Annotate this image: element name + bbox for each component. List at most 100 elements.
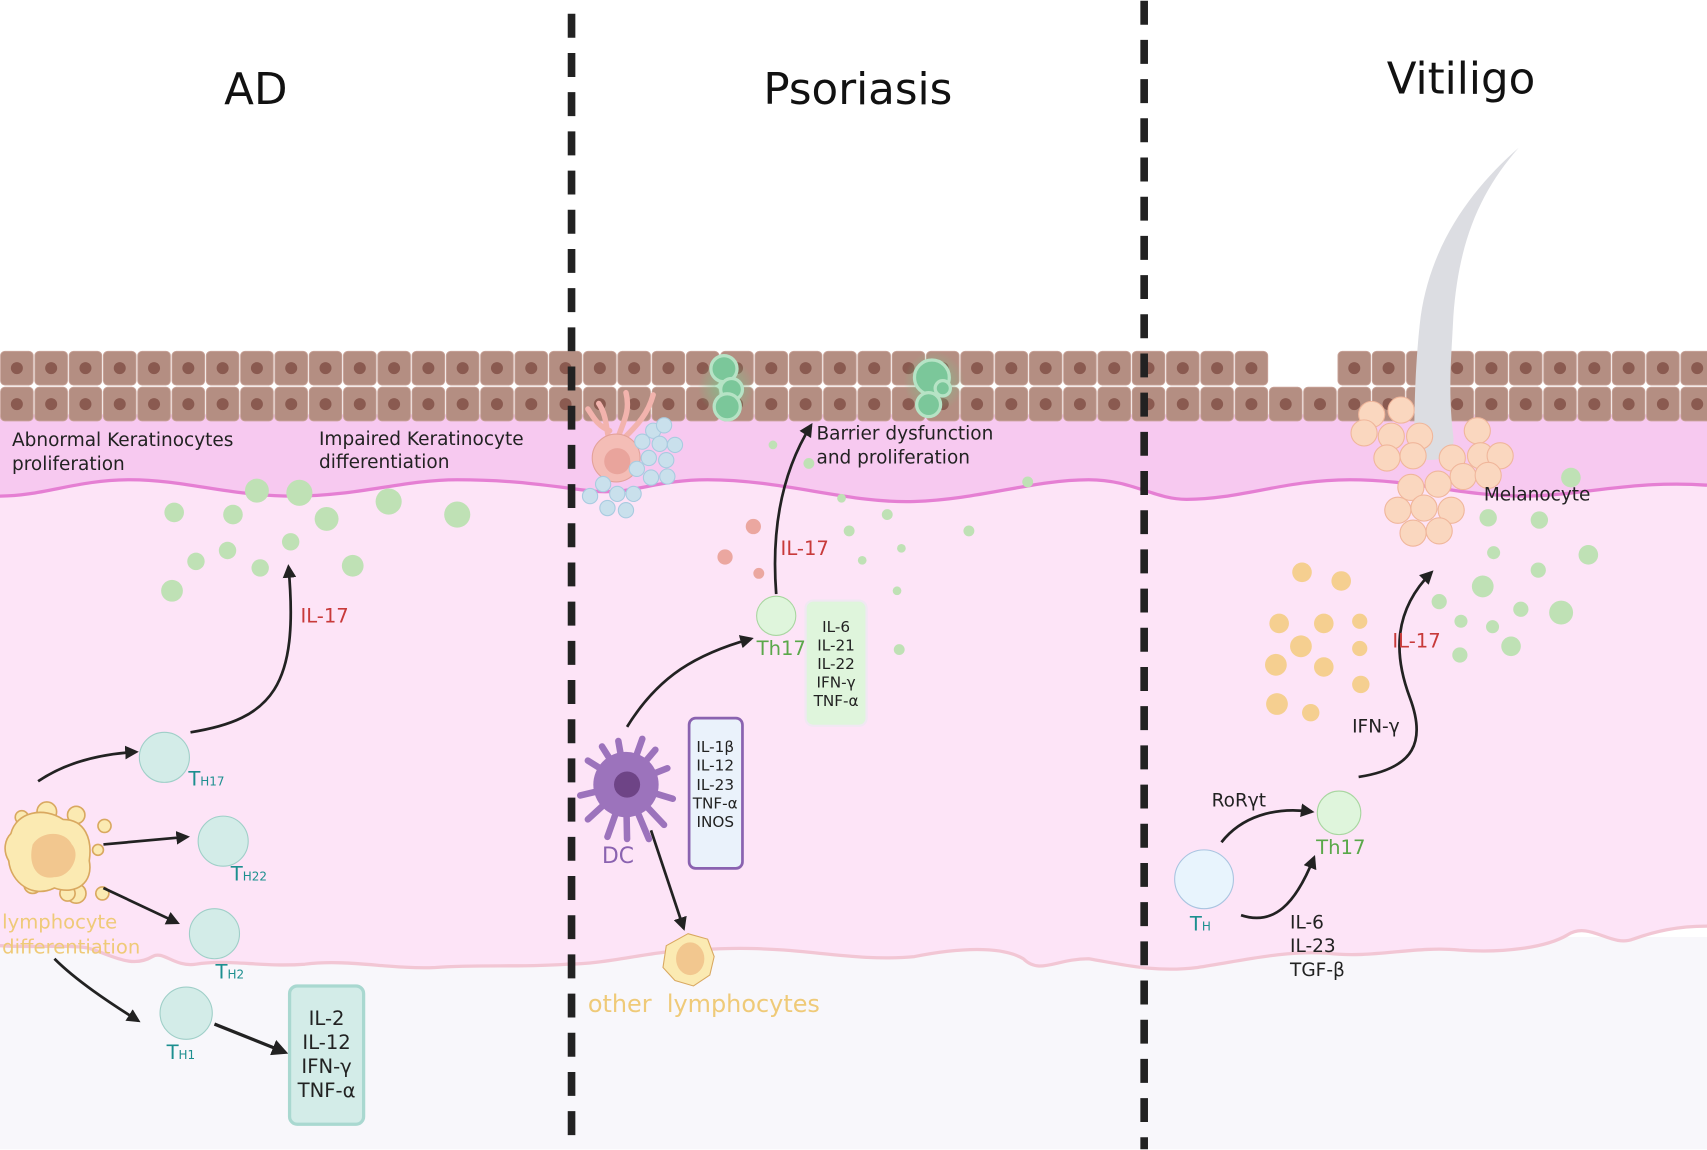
dendritic-cell — [576, 735, 677, 843]
keratinocyte-nucleus — [1108, 398, 1121, 411]
ad-label-proliferation-2: proliferation — [12, 454, 125, 475]
panel-vitiligo: Vitiligo Melanocyte IL-17 IFN-γ RoRγ — [1174, 54, 1599, 981]
dc-to-th17-arrow — [625, 635, 754, 728]
lymphocyte-label-1: lymphocyte — [2, 910, 117, 933]
th17-cytokine-5: TNF-α — [813, 692, 859, 710]
keratinocyte-nucleus — [525, 398, 538, 411]
melanocyte-cluster — [1350, 396, 1514, 547]
immune-cell-cluster — [581, 417, 684, 519]
keratinocyte-nucleus — [1005, 398, 1018, 411]
other-lymphocyte-cell — [662, 933, 715, 987]
keratinocyte-nucleus — [1656, 362, 1669, 375]
keratinocyte-nucleus — [79, 398, 92, 411]
keratinocyte-nucleus — [662, 398, 675, 411]
keratinocyte-nucleus — [456, 398, 469, 411]
keratinocyte-nucleus — [1382, 362, 1395, 375]
panel-title-vitiligo: Vitiligo — [1387, 54, 1536, 104]
keratinocyte-nucleus — [971, 398, 984, 411]
langerhans-cell — [585, 389, 656, 483]
keratinocyte-nucleus — [1313, 398, 1326, 411]
keratinocyte-nucleus — [1279, 398, 1292, 411]
vitiligo-ifn-particles — [1265, 562, 1370, 722]
keratinocyte-nucleus — [1519, 398, 1532, 411]
inducer-1: IL-6 — [1290, 912, 1324, 933]
ad-il17-arrow — [190, 564, 297, 734]
keratinocyte-nucleus — [1245, 362, 1258, 375]
roryt-label: RoRγt — [1212, 790, 1266, 811]
dc-cytokine-box — [687, 716, 744, 870]
t-cells-ad — [138, 731, 249, 1040]
keratinocyte-nucleus — [10, 362, 23, 375]
keratinocyte-nucleus — [422, 398, 435, 411]
hair-shaft — [1414, 147, 1519, 460]
vitiligo-th17-label: Th17 — [1315, 836, 1365, 859]
th17-cytokine-4: IFN-γ — [816, 674, 855, 692]
keratinocyte-nucleus — [148, 362, 161, 375]
arrow-to-th1 — [53, 957, 141, 1023]
keratinocyte-nucleus — [45, 362, 58, 375]
lymphocyte-cell — [4, 801, 112, 905]
arrow-to-th22 — [103, 831, 190, 846]
th17-cytokine-3: IL-22 — [817, 655, 855, 673]
keratinocyte-nucleus — [113, 362, 126, 375]
keratinocyte-nucleus — [45, 398, 58, 411]
panel-title-ad: AD — [224, 65, 287, 115]
keratinocyte-nucleus — [1656, 398, 1669, 411]
keratinocyte-nucleus — [662, 362, 675, 375]
keratinocyte-nucleus — [1554, 362, 1567, 375]
ad-label-differentiation-2: differentiation — [319, 452, 450, 473]
vitiligo-green-particles — [1431, 467, 1599, 663]
keratinocyte-nucleus — [319, 362, 332, 375]
lymphocyte-label-2: differentiation — [2, 935, 140, 958]
hypodermis — [0, 936, 1707, 1150]
keratinocyte-nucleus — [422, 362, 435, 375]
keratinocyte-nucleus — [1622, 398, 1635, 411]
keratinocyte-nucleus — [148, 398, 161, 411]
keratinocyte-nucleus — [388, 398, 401, 411]
dc-to-lymphocyte-arrow — [649, 829, 687, 931]
keratinocyte-nucleus — [1519, 362, 1532, 375]
vitiligo-il17-label: IL-17 — [1392, 629, 1440, 652]
ad-il17-particles — [161, 478, 471, 602]
barrier-label-2: and proliferation — [816, 447, 970, 468]
keratinocyte-nucleus — [833, 362, 846, 375]
keratinocyte-nucleus — [1451, 398, 1464, 411]
keratinocyte-nucleus — [1005, 362, 1018, 375]
ad-label-differentiation-1: Impaired Keratinocyte — [319, 429, 524, 450]
keratinocyte-nucleus — [799, 362, 812, 375]
keratinocyte-nucleus — [628, 398, 641, 411]
psoriasis-th17-cell — [756, 595, 797, 636]
ad-cytokine-box — [287, 984, 366, 1126]
dc-cytokine-3: IL-23 — [696, 776, 734, 794]
keratinocyte-nucleus — [319, 398, 332, 411]
inducer-3: TGF-β — [1289, 960, 1345, 981]
th1-cell — [159, 986, 213, 1040]
keratinocyte-nucleus — [799, 398, 812, 411]
keratinocyte-nucleus — [1039, 362, 1052, 375]
keratinocyte-nucleus — [216, 398, 229, 411]
th17-cell — [138, 731, 190, 783]
panel-ad: AD Abnormal Keratinocytes proliferation … — [2, 65, 524, 1126]
keratinocyte-nucleus — [10, 398, 23, 411]
th17-cytokine-2: IL-21 — [817, 637, 855, 655]
keratinocyte-nucleus — [525, 362, 538, 375]
keratinocyte-nucleus — [1691, 362, 1704, 375]
ad-label-proliferation-1: Abnormal Keratinocytes — [12, 430, 233, 451]
keratinocyte-nucleus — [868, 362, 881, 375]
ifn-gamma-label: IFN-γ — [1352, 716, 1400, 737]
ad-il17-label: IL-17 — [300, 604, 348, 627]
keratinocyte-nucleus — [1039, 398, 1052, 411]
keratinocyte-nucleus — [833, 398, 846, 411]
psoriasis-th17-label: Th17 — [756, 637, 806, 660]
panel-title-psoriasis: Psoriasis — [763, 65, 952, 115]
dc-cytokine-5: INOS — [696, 813, 734, 831]
keratinocyte-nucleus — [113, 398, 126, 411]
keratinocyte-nucleus — [1176, 362, 1189, 375]
arrow-to-th17 — [37, 745, 139, 783]
dc-cytokine-4: TNF-α — [692, 795, 738, 813]
keratinocyte-nucleus — [1176, 398, 1189, 411]
keratinocyte-nucleus — [216, 362, 229, 375]
arrow-to-th2 — [102, 886, 180, 925]
keratinocyte-nucleus — [250, 398, 263, 411]
